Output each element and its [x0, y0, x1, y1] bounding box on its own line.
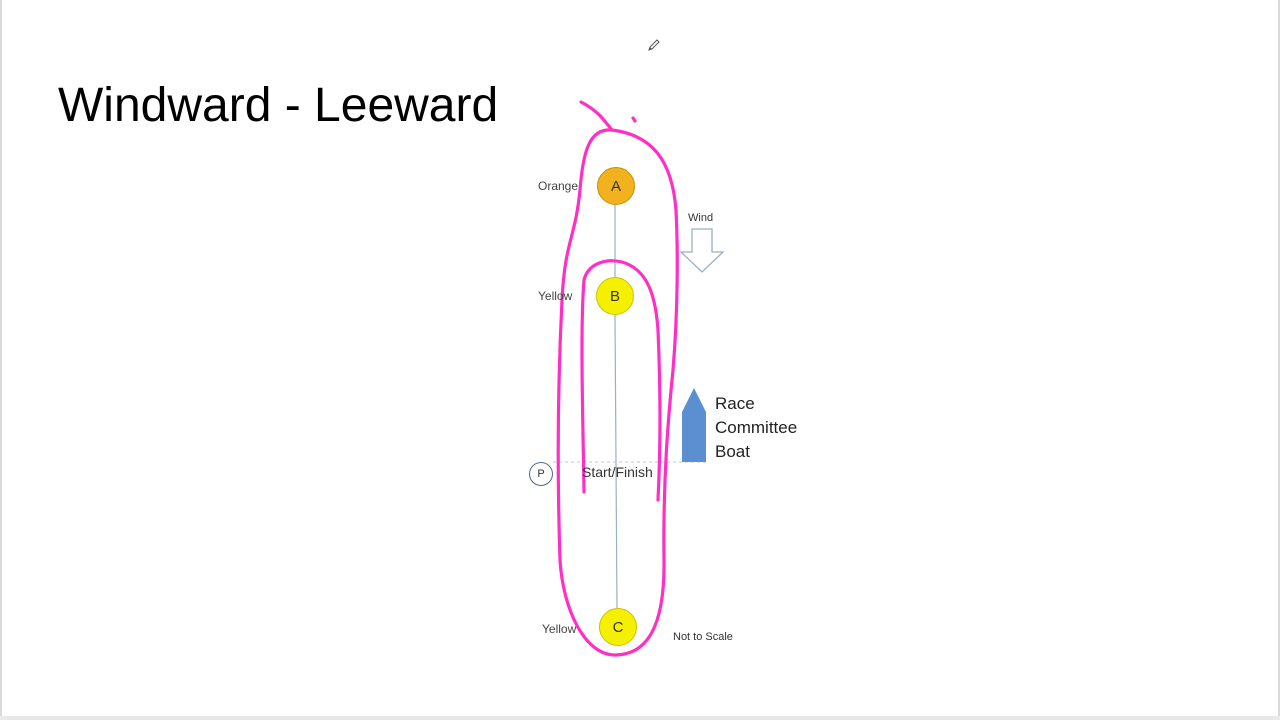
ink-outer-loop [556, 128, 679, 657]
pin-mark: P [529, 462, 553, 486]
slide-right-border [1278, 0, 1280, 720]
rcb-line-3: Boat [715, 442, 750, 461]
committee-boat-icon [682, 388, 706, 462]
mark-c: C [599, 608, 637, 646]
race-committee-boat-label: Race Committee Boat [715, 392, 797, 464]
mark-b-letter: B [609, 287, 620, 305]
slide-bottom-strip [0, 716, 1280, 720]
mark-a: A [597, 167, 635, 205]
not-to-scale-label: Not to Scale [673, 631, 733, 643]
mark-a-color-label: Orange [538, 179, 579, 193]
mark-b-color-label: Yellow [538, 289, 573, 303]
slide-title: Windward - Leeward [58, 79, 499, 132]
mark-b: B [596, 277, 634, 315]
ink-inner-loop [580, 259, 662, 502]
mark-c-letter: C [612, 618, 624, 636]
ink-dot [631, 116, 637, 123]
ink-stroke-top [579, 100, 614, 132]
slide-left-border [0, 0, 2, 720]
start-finish-label: Start/Finish [582, 464, 653, 480]
wind-label: Wind [688, 212, 714, 224]
rcb-line-2: Committee [715, 418, 798, 437]
pen-cursor-icon [648, 39, 660, 51]
mark-a-letter: A [610, 177, 621, 195]
rcb-line-1: Race [715, 394, 755, 413]
pin-label: P [537, 468, 545, 480]
mark-c-color-label: Yellow [542, 622, 577, 636]
annotation-ink [556, 100, 679, 657]
wind-arrow-icon [679, 228, 725, 273]
